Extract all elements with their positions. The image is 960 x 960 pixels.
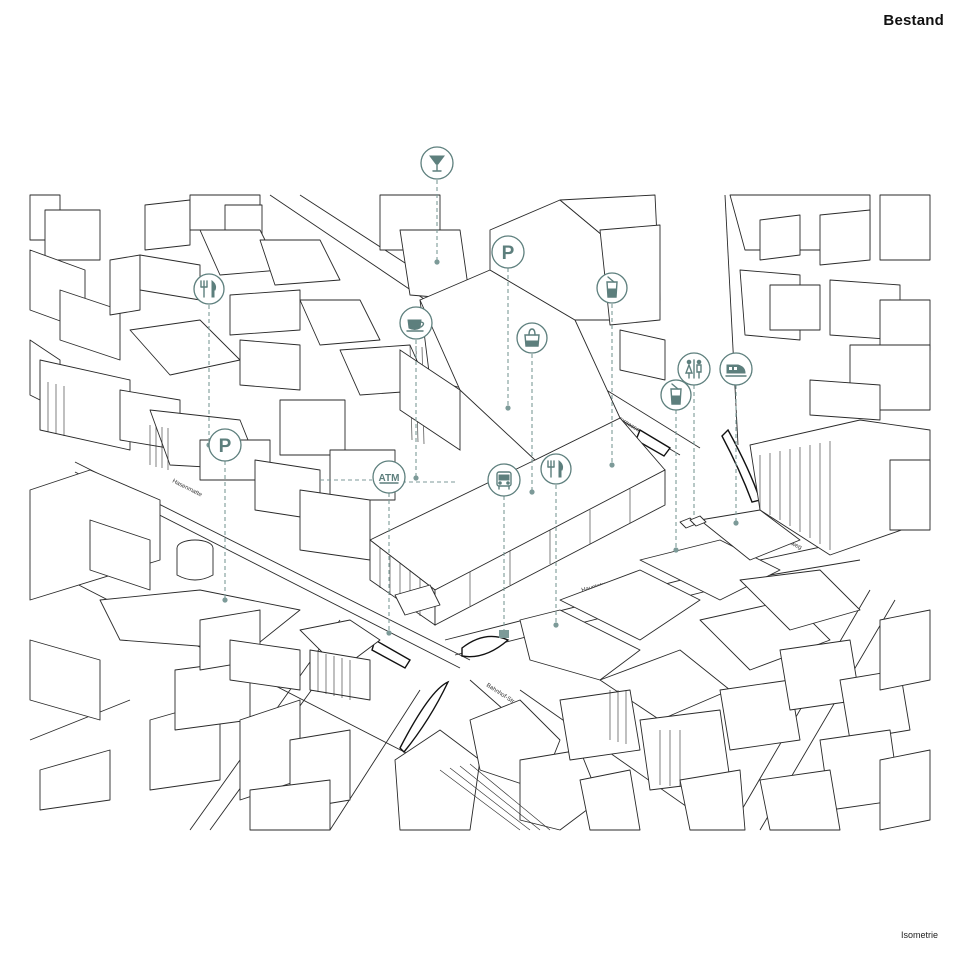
atm-label: ATM — [379, 473, 400, 484]
poi-toilets[interactable] — [677, 352, 711, 386]
restaurant-icon — [193, 273, 225, 305]
buildings-northeast — [599, 194, 931, 556]
parking-icon — [491, 235, 525, 269]
poi-atm[interactable]: ATM — [372, 460, 406, 494]
poi-parking-south[interactable]: P — [208, 428, 242, 462]
drink-icon — [596, 272, 628, 304]
street-label-hasenmatte: Hasenmatte — [171, 478, 203, 498]
leader-lines — [208, 180, 737, 635]
parking-icon — [208, 428, 242, 462]
poi-parking-north[interactable]: P — [491, 235, 525, 269]
central-block — [369, 194, 666, 626]
restaurant-icon — [540, 453, 572, 485]
poi-restaurant-east[interactable] — [540, 453, 572, 485]
traffic-islands — [371, 428, 761, 754]
poi-drink-east[interactable] — [660, 379, 692, 411]
atm-icon — [372, 460, 406, 494]
poi-shopping[interactable] — [516, 322, 548, 354]
buildings-southeast — [519, 509, 931, 831]
parking-label: P — [219, 436, 232, 457]
poi-train[interactable] — [719, 352, 753, 386]
poi-cocktail-bar[interactable] — [420, 146, 454, 180]
page-title: Bestand — [883, 12, 944, 29]
poi-restaurant-west[interactable] — [193, 273, 225, 305]
parking-label: P — [502, 243, 515, 264]
poi-cafe[interactable] — [399, 306, 433, 340]
drink-icon — [660, 379, 692, 411]
view-label: Isometrie — [900, 930, 938, 940]
poi-drink-north[interactable] — [596, 272, 628, 304]
shopping-bag-icon — [516, 322, 548, 354]
leader-dots — [206, 259, 739, 638]
poi-bus[interactable] — [487, 463, 521, 497]
buildings-southwest — [29, 469, 381, 831]
